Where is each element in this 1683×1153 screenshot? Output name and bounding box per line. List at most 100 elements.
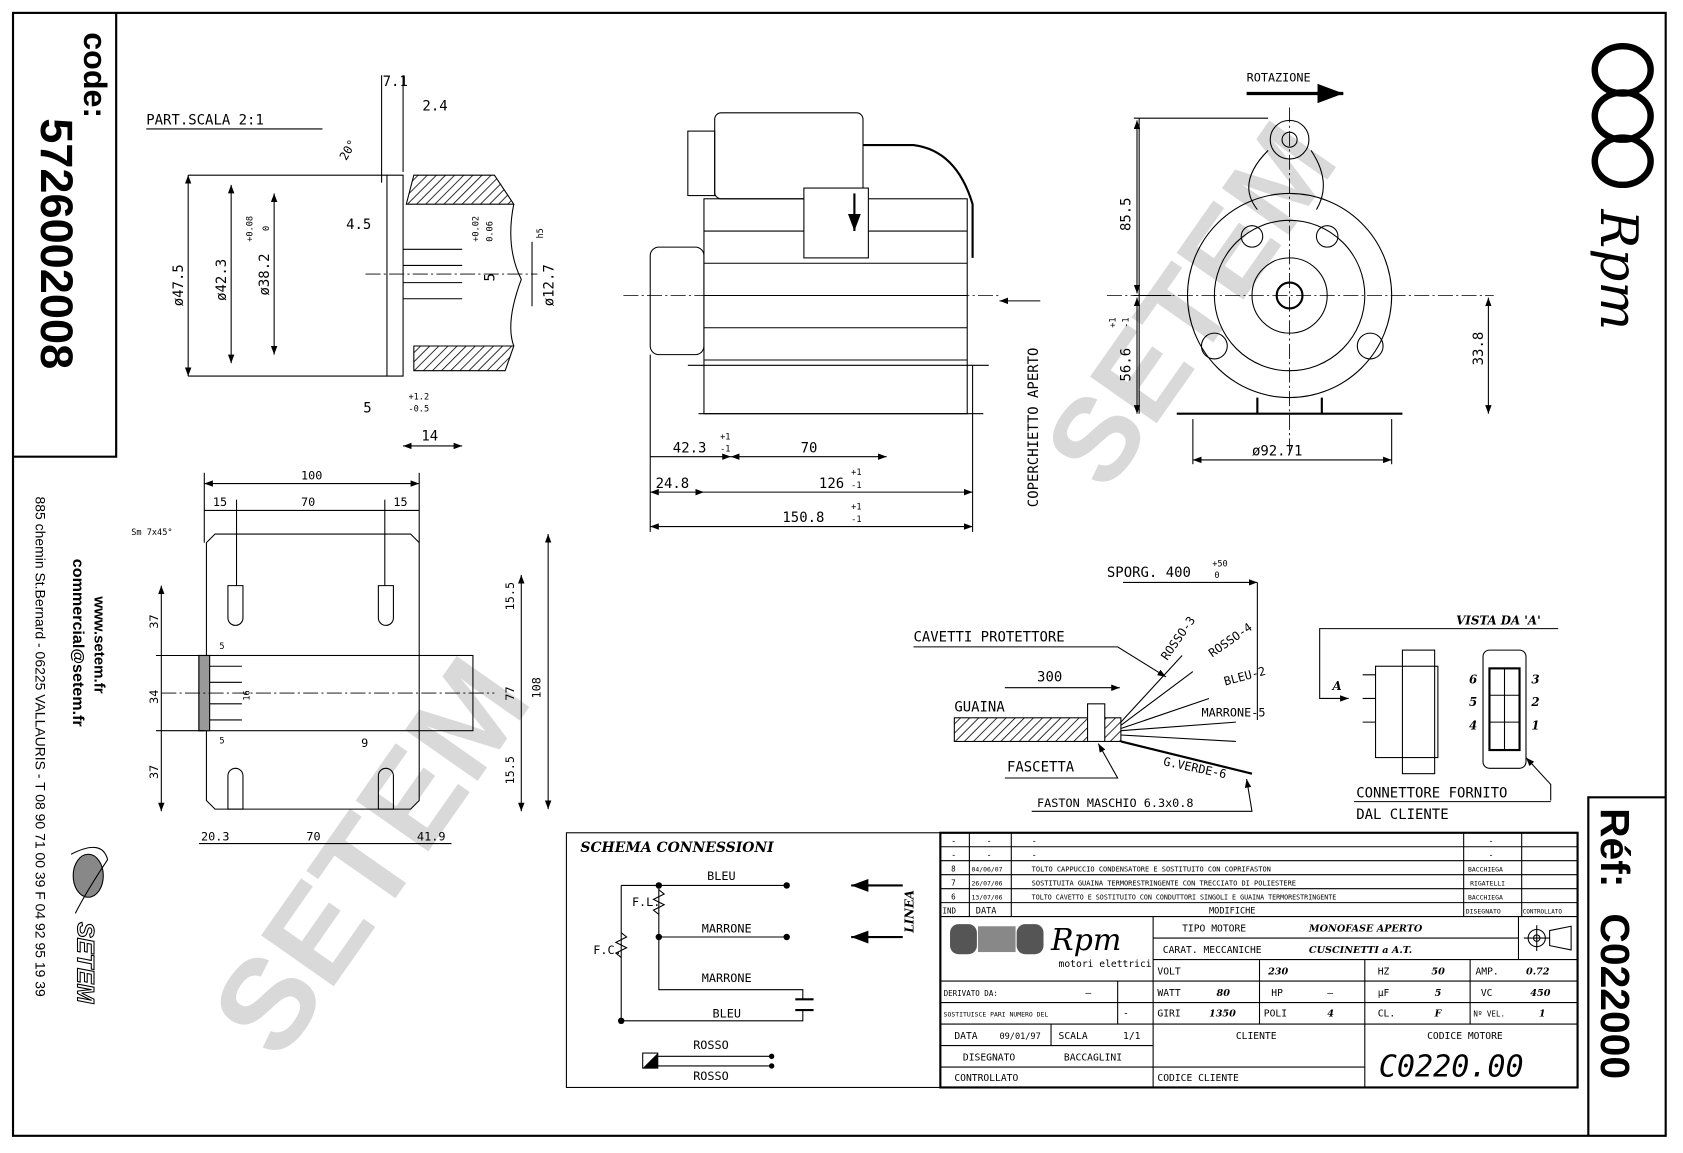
cell: - bbox=[951, 850, 956, 860]
dim: h5 bbox=[536, 228, 546, 238]
cl-label: CL. bbox=[1378, 1009, 1395, 1020]
table-row: 7 26/07/06 SOSTITUITA GUAINA TERMORESTRI… bbox=[951, 878, 1505, 887]
sporg-tol-minus: 0 bbox=[1214, 571, 1219, 581]
header-cell: DATA bbox=[976, 906, 997, 916]
dim: ø38.2 bbox=[257, 253, 273, 295]
dim: -1 bbox=[720, 444, 730, 454]
connector-arrow-label: A bbox=[1332, 679, 1342, 693]
wire-label: G.VERDE-6 bbox=[1162, 754, 1228, 781]
wiring-harness-view: SPORG. 400 +50 0 CAVETTI PROTETTORE 300 … bbox=[913, 559, 1267, 812]
volt-value: 230 bbox=[1267, 967, 1288, 978]
schema-wire: ROSSO bbox=[693, 1038, 729, 1052]
dim: 5 bbox=[219, 642, 224, 652]
derivato-label: DERIVATO DA: bbox=[944, 989, 998, 998]
watermark-setem: SETEM bbox=[1020, 100, 1362, 509]
address: 885 chemin St.Bernard - 06225 VALLAURIS … bbox=[33, 496, 49, 997]
dim: 15 bbox=[213, 495, 227, 509]
dim: 150.8 bbox=[782, 510, 824, 526]
guaina-label: GUAINA bbox=[954, 699, 1005, 715]
company-info: www.setem.fr commercial@setem.fr 885 che… bbox=[33, 496, 109, 1005]
hp-label: HP bbox=[1271, 988, 1283, 999]
dim: 2.4 bbox=[422, 99, 447, 115]
part-detail-view: PART.SCALA 2:1 7.1 2.4 20° 4.5 ø47.5 ø42… bbox=[146, 74, 558, 450]
watermark-setem: SETEM bbox=[184, 633, 557, 1079]
scala-label: SCALA bbox=[1059, 1031, 1088, 1042]
cell: SOSTITUITA GUAINA TERMORESTRINGENTE CON … bbox=[1032, 879, 1296, 887]
dim: 42.3 bbox=[673, 440, 707, 456]
dim: -1 bbox=[851, 515, 861, 525]
cell: 7 bbox=[951, 878, 956, 887]
nvel-label: Nº VEL. bbox=[1473, 1010, 1505, 1019]
code-box bbox=[13, 12, 118, 458]
header-cell: CONTROLLATO bbox=[1523, 909, 1563, 915]
amp-value: 0.72 bbox=[1526, 967, 1550, 978]
title-block: - - - - - - - - 8 04/06/07 TOLTO CAPPUCC… bbox=[939, 831, 1579, 1089]
wire-label: ROSSO-3 bbox=[1158, 614, 1198, 663]
dim: 108 bbox=[530, 677, 544, 698]
schema-wire: ROSSO bbox=[693, 1069, 729, 1083]
dim: 5 bbox=[363, 401, 371, 417]
dim: -1 bbox=[1121, 317, 1131, 327]
dim: +1 bbox=[851, 502, 861, 512]
data-value: 09/01/97 bbox=[999, 1032, 1040, 1042]
dim: 24.8 bbox=[656, 476, 690, 492]
data-label: DATA bbox=[954, 1031, 977, 1042]
dim: 70 bbox=[801, 440, 818, 456]
dim: +1.2 bbox=[408, 393, 429, 403]
dim: -0.5 bbox=[408, 405, 429, 415]
dim: 5 bbox=[219, 737, 224, 747]
wire-label: MARRONE-5 bbox=[1201, 706, 1265, 720]
cell: RIGATELLI bbox=[1470, 879, 1505, 887]
motor-front-view: ROTAZIONE 85.5 56.6 +1 -1 33.8 ø92.71 bbox=[1106, 71, 1494, 465]
cell: 6 bbox=[951, 892, 956, 901]
header-cell: MODIFICHE bbox=[1209, 906, 1255, 916]
dim: 70 bbox=[306, 829, 320, 843]
table-row: - - - - bbox=[951, 850, 1493, 860]
tipo-motore-value: MONOFASE APERTO bbox=[1308, 924, 1423, 935]
sostituisce-value: - bbox=[1123, 1009, 1129, 1020]
ref-box bbox=[1587, 796, 1666, 1136]
rpm-title-sub: motori elettrici bbox=[1059, 959, 1152, 970]
dim: ø12.7 bbox=[542, 264, 558, 306]
dim: 85.5 bbox=[1119, 197, 1135, 231]
pin-4: 4 bbox=[1469, 719, 1477, 733]
wire-label: ROSSO-4 bbox=[1206, 620, 1255, 660]
tipo-motore-label: TIPO MOTORE bbox=[1182, 924, 1246, 935]
derivato-value: — bbox=[1085, 988, 1091, 999]
dim: 41.9 bbox=[417, 829, 445, 843]
cover-label: COPERCHIETTO APERTO bbox=[1026, 348, 1042, 508]
dim: 9 bbox=[361, 736, 368, 750]
part-detail-title: PART.SCALA 2:1 bbox=[146, 113, 264, 129]
dim: 20.3 bbox=[201, 829, 229, 843]
cell: 8 bbox=[951, 864, 956, 873]
schema-wire: MARRONE bbox=[702, 922, 752, 936]
cell: - bbox=[1032, 850, 1037, 860]
dim: 34 bbox=[147, 690, 161, 704]
dim: ø42.3 bbox=[214, 259, 230, 301]
pin-6: 6 bbox=[1469, 672, 1477, 686]
email: commercial@setem.fr bbox=[69, 559, 87, 728]
dim: 33.8 bbox=[1471, 332, 1487, 366]
cell: 26/07/06 bbox=[972, 879, 1003, 887]
rpm-title-brand: Rpm bbox=[1050, 923, 1121, 958]
table-header: IND DATA MODIFICHE DISEGNATO CONTROLLATO bbox=[943, 906, 1563, 916]
rpm-brand: Rpm bbox=[1588, 209, 1648, 331]
carat-label: CARAT. MECCANICHE bbox=[1163, 945, 1262, 956]
watt-label: WATT bbox=[1157, 988, 1180, 999]
rpm-motor-logo-icon bbox=[950, 924, 1044, 955]
dim: 0 bbox=[262, 226, 272, 231]
wire-label: BLEU-2 bbox=[1222, 664, 1267, 689]
table-row: - - - - bbox=[951, 837, 1493, 847]
uf-value: 5 bbox=[1435, 988, 1442, 999]
cavetti-label: CAVETTI PROTETTORE bbox=[913, 630, 1064, 646]
schema-wire: MARRONE bbox=[702, 971, 752, 985]
modification-rows: - - - - - - - - 8 04/06/07 TOLTO CAPPUCC… bbox=[943, 837, 1563, 917]
uf-label: µF bbox=[1378, 988, 1390, 999]
rpm-logo-mark-icon bbox=[1591, 42, 1654, 189]
nvel-value: 1 bbox=[1539, 1009, 1546, 1020]
dim: 37 bbox=[147, 765, 161, 779]
fl-label: F.L. bbox=[632, 895, 660, 909]
cl-value: F bbox=[1434, 1009, 1443, 1020]
dim: 15 bbox=[393, 495, 407, 509]
